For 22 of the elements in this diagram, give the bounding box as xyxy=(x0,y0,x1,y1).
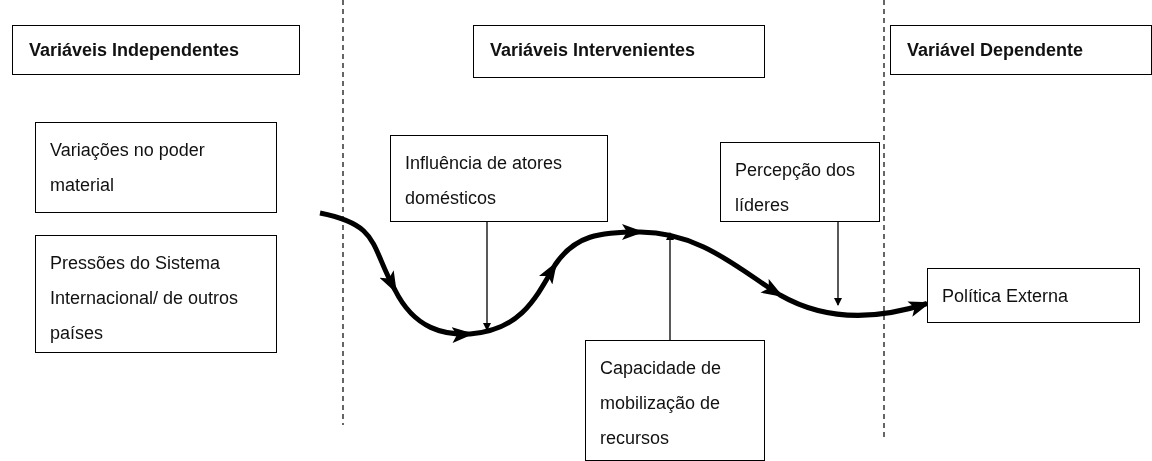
header-text: Variáveis Independentes xyxy=(29,40,240,60)
variable-box xyxy=(35,235,277,353)
header-box xyxy=(473,25,765,78)
variable-box xyxy=(585,340,765,461)
box-text: Capacidade de mobilização de recursos xyxy=(600,358,722,448)
box-text: Pressões do Sistema Internacional/ de outros países xyxy=(50,253,239,343)
arrow xyxy=(834,221,842,306)
box-text: Percepção dos líderes xyxy=(735,160,856,215)
box-text: Influência de atores domésticos xyxy=(405,153,563,208)
box-text: Política Externa xyxy=(942,286,1069,306)
arrow xyxy=(666,232,674,341)
box-text: Variações no poder material xyxy=(50,140,205,195)
header-box xyxy=(890,25,1152,75)
arrow xyxy=(483,221,491,331)
header-text: Variáveis Intervenientes xyxy=(490,40,696,60)
variable-box xyxy=(720,142,880,222)
header-text: Variável Dependente xyxy=(907,40,1084,60)
curved-arrow xyxy=(319,210,928,343)
variable-box xyxy=(390,135,608,222)
header-box xyxy=(12,25,300,75)
variable-box xyxy=(35,122,277,213)
variable-box xyxy=(927,268,1140,323)
